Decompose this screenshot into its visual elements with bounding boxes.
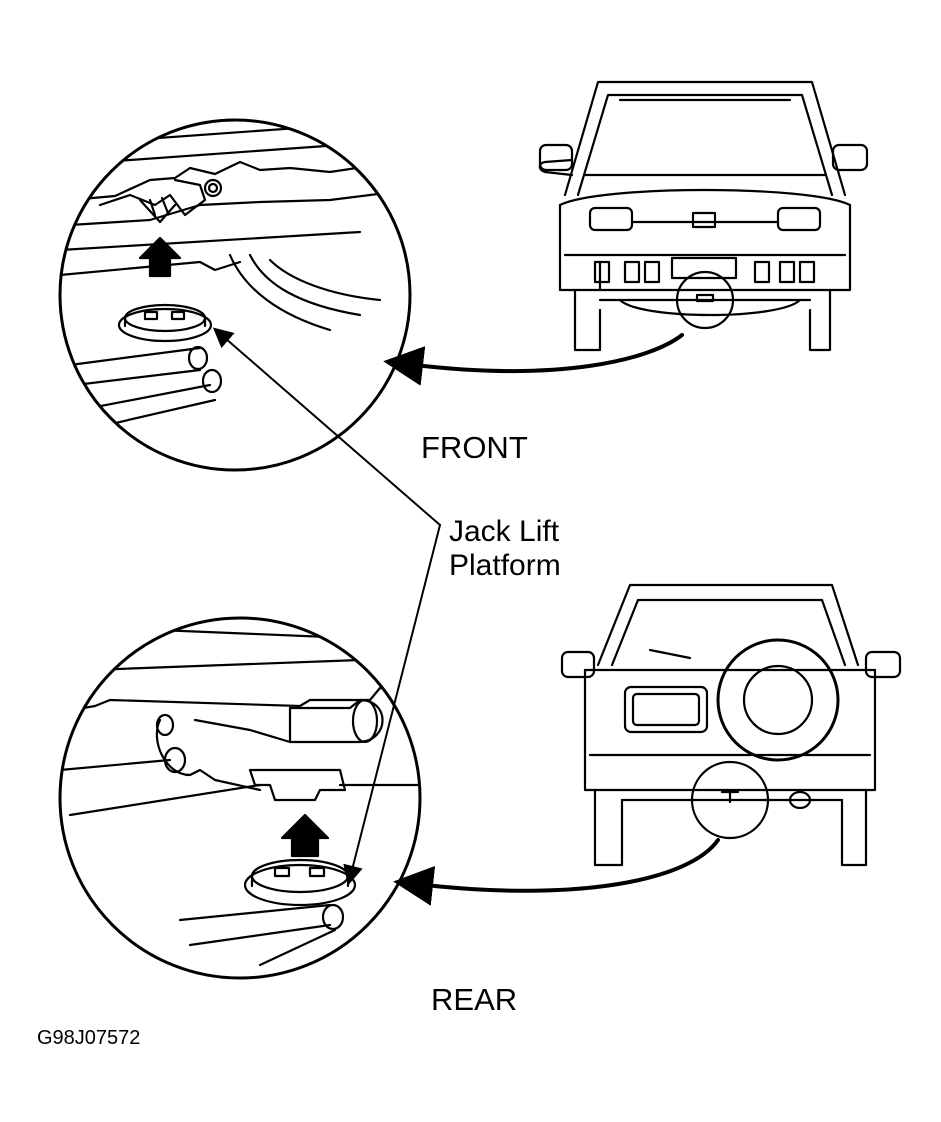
front-underbody-detail <box>60 120 410 432</box>
callout-label: Jack Lift Platform <box>449 515 561 583</box>
rear-arrow <box>393 838 720 906</box>
front-arrow <box>383 333 684 386</box>
vehicle-front-view <box>538 80 869 352</box>
vehicle-rear-view <box>560 583 902 867</box>
front-detail-circle <box>58 118 412 472</box>
rear-label: REAR <box>431 982 518 1017</box>
rear-detail-circle <box>58 616 422 980</box>
front-label: FRONT <box>421 430 528 465</box>
figure-code: G98J07572 <box>37 1027 141 1049</box>
callout-leaders <box>212 327 441 886</box>
callout-line-2: Platform <box>449 549 561 582</box>
rear-underbody-detail <box>60 626 420 967</box>
callout-line-1: Jack Lift <box>449 515 560 548</box>
